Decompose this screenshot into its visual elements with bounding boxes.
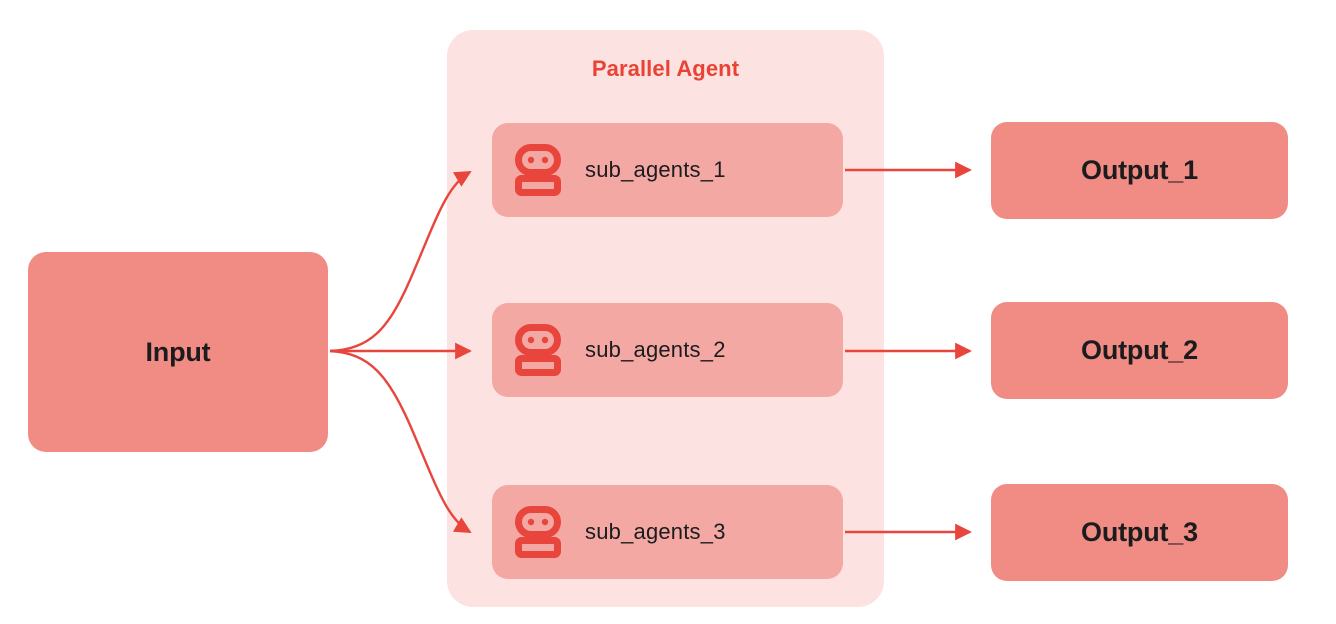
output-node-label-1: Output_1 <box>1081 155 1198 185</box>
robot-icon <box>515 506 561 558</box>
subagent-node-1[interactable]: sub_agents_1 <box>492 123 843 217</box>
subagent-label-3: sub_agents_3 <box>585 519 726 544</box>
robot-icon <box>515 144 561 196</box>
subagent-label-2: sub_agents_2 <box>585 337 726 362</box>
output-node-1[interactable]: Output_1 <box>991 122 1288 219</box>
robot-icon <box>515 324 561 376</box>
subagent-node-2[interactable]: sub_agents_2 <box>492 303 843 397</box>
input-node[interactable]: Input <box>28 252 328 452</box>
output-node-label-3: Output_3 <box>1081 517 1198 547</box>
subagent-node-3[interactable]: sub_agents_3 <box>492 485 843 579</box>
output-node-2[interactable]: Output_2 <box>991 302 1288 399</box>
subagent-label-1: sub_agents_1 <box>585 157 726 182</box>
output-node-3[interactable]: Output_3 <box>991 484 1288 581</box>
output-node-label-2: Output_2 <box>1081 335 1198 365</box>
parallel-agent-title: Parallel Agent <box>591 56 740 81</box>
input-node-label: Input <box>145 336 211 367</box>
